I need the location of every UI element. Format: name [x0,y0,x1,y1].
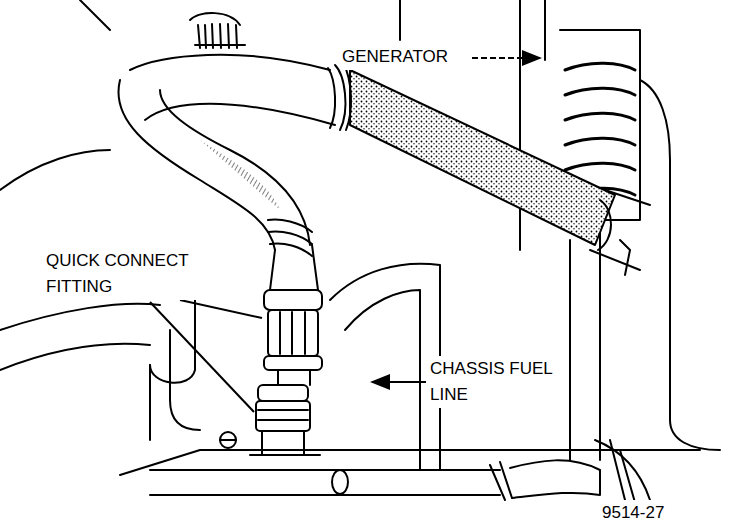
part-name: GENERATOR [340,44,450,70]
part-name: CHASSIS FUEL LINE [428,356,560,408]
part-name: QUICK CONNECT FITTING [44,248,198,300]
figure-number: 9514-27 [600,500,666,526]
